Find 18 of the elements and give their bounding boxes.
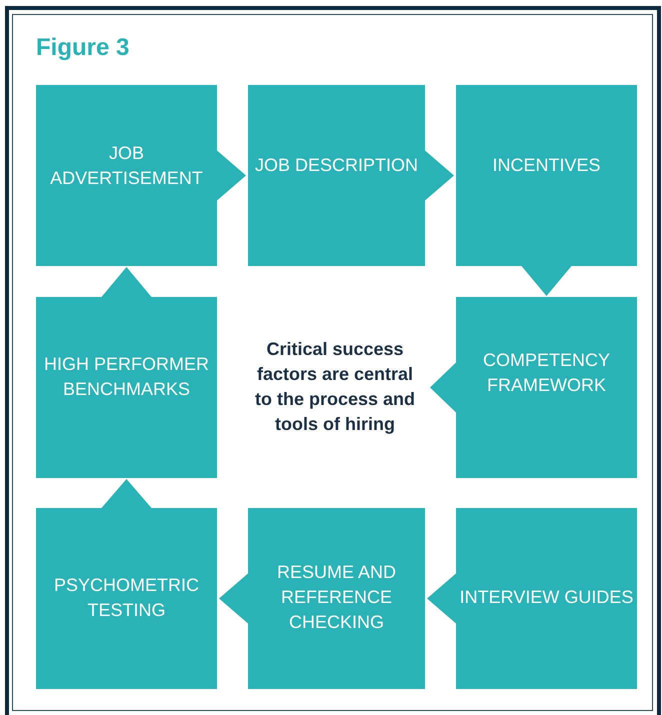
chevron-arrow (102, 479, 152, 508)
process-box: INCENTIVES (456, 85, 637, 266)
central-statement: Critical success factors are central to the process and tools of hiring (254, 338, 416, 436)
figure-title: Figure 3 (36, 34, 130, 62)
chevron-arrow (430, 362, 456, 412)
chevron-arrow (425, 150, 454, 200)
process-box: RESUME AND REFERENCE CHECKING (248, 508, 425, 689)
process-box: JOB DESCRIPTION (248, 85, 425, 266)
chevron-arrow (102, 267, 152, 297)
chevron-arrow (522, 266, 572, 296)
process-box: INTERVIEW GUIDES (456, 508, 637, 689)
process-box: COMPETENCY FRAMEWORK (456, 297, 637, 478)
chevron-arrow (219, 574, 248, 624)
chevron-arrow (427, 574, 456, 624)
process-box: HIGH PERFORMER BENCHMARKS (36, 297, 217, 478)
chevron-arrow (217, 150, 246, 200)
process-box: PSYCHOMETRIC TESTING (36, 508, 217, 689)
process-box: JOB ADVERTISEMENT (36, 85, 217, 266)
